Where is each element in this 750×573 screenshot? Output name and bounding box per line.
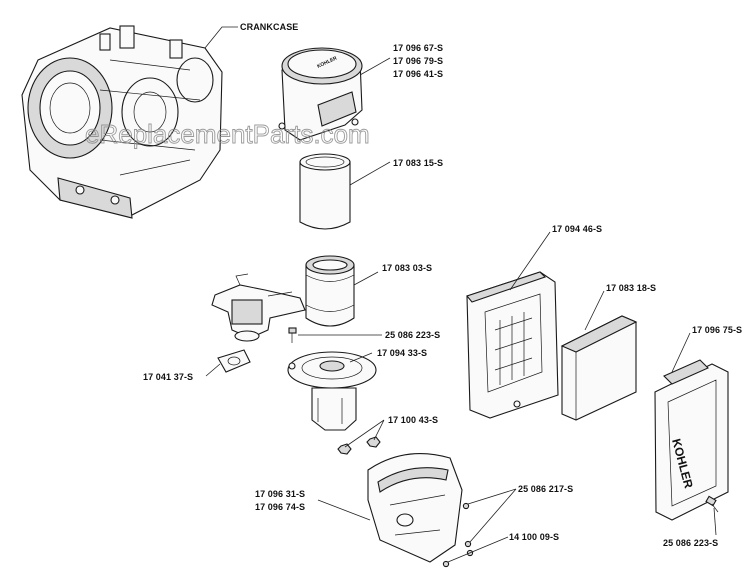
- label-17-083-18-s: 17 083 18-S: [606, 283, 656, 293]
- carburetor-gasket-part[interactable]: [217, 349, 251, 373]
- precleaner-sleeve-part[interactable]: [299, 153, 351, 230]
- label-17-096-74-s: 17 096 74-S: [255, 502, 305, 512]
- label-17-094-46-s: 17 094 46-S: [552, 224, 602, 234]
- label-25-086-217-s: 25 086 217-S: [518, 484, 573, 494]
- air-cleaner-cover-part[interactable]: KOHLER: [278, 47, 363, 141]
- crankcase-part[interactable]: [21, 25, 223, 219]
- label-17-096-41-s: 17 096 41-S: [393, 69, 443, 79]
- air-cleaner-base-part[interactable]: [287, 351, 377, 431]
- label-14-100-09-s: 14 100 09-S: [509, 532, 559, 542]
- label-17-096-67-s: 17 096 67-S: [393, 43, 443, 53]
- label-17-096-75-s: 17 096 75-S: [692, 325, 742, 335]
- label-17-083-03-s: 17 083 03-S: [382, 263, 432, 273]
- label-17-096-31-s: 17 096 31-S: [255, 489, 305, 499]
- label-25-086-223-s-lower: 25 086 223-S: [663, 538, 718, 548]
- label-17-096-79-s: 17 096 79-S: [393, 56, 443, 66]
- air-filter-element-part[interactable]: [305, 255, 355, 327]
- nut-parts[interactable]: [337, 436, 381, 455]
- part-labels: CRANKCASE 17 096 67-S 17 096 79-S 17 096…: [143, 22, 742, 548]
- screw-part-upper[interactable]: [288, 327, 297, 343]
- small-fastener-parts[interactable]: [442, 502, 474, 568]
- lower-shroud-part[interactable]: [367, 453, 463, 563]
- screw-part-lower[interactable]: [705, 495, 719, 513]
- watermark-text: eReplacementParts.com: [85, 119, 370, 149]
- air-cleaner-outer-cover-part[interactable]: KOHLER: [654, 359, 729, 521]
- label-crankcase: CRANKCASE: [240, 22, 298, 32]
- carburetor-part[interactable]: [211, 273, 306, 342]
- label-17-100-43-s: 17 100 43-S: [388, 415, 438, 425]
- label-17-083-15-s: 17 083 15-S: [393, 158, 443, 168]
- label-17-041-37-s: 17 041 37-S: [143, 372, 193, 382]
- label-25-086-223-s-upper: 25 086 223-S: [385, 330, 440, 340]
- paper-filter-part[interactable]: [560, 315, 638, 421]
- label-17-094-33-s: 17 094 33-S: [377, 348, 427, 358]
- air-cleaner-body-part[interactable]: [466, 271, 559, 419]
- leader-lines: [204, 26, 717, 563]
